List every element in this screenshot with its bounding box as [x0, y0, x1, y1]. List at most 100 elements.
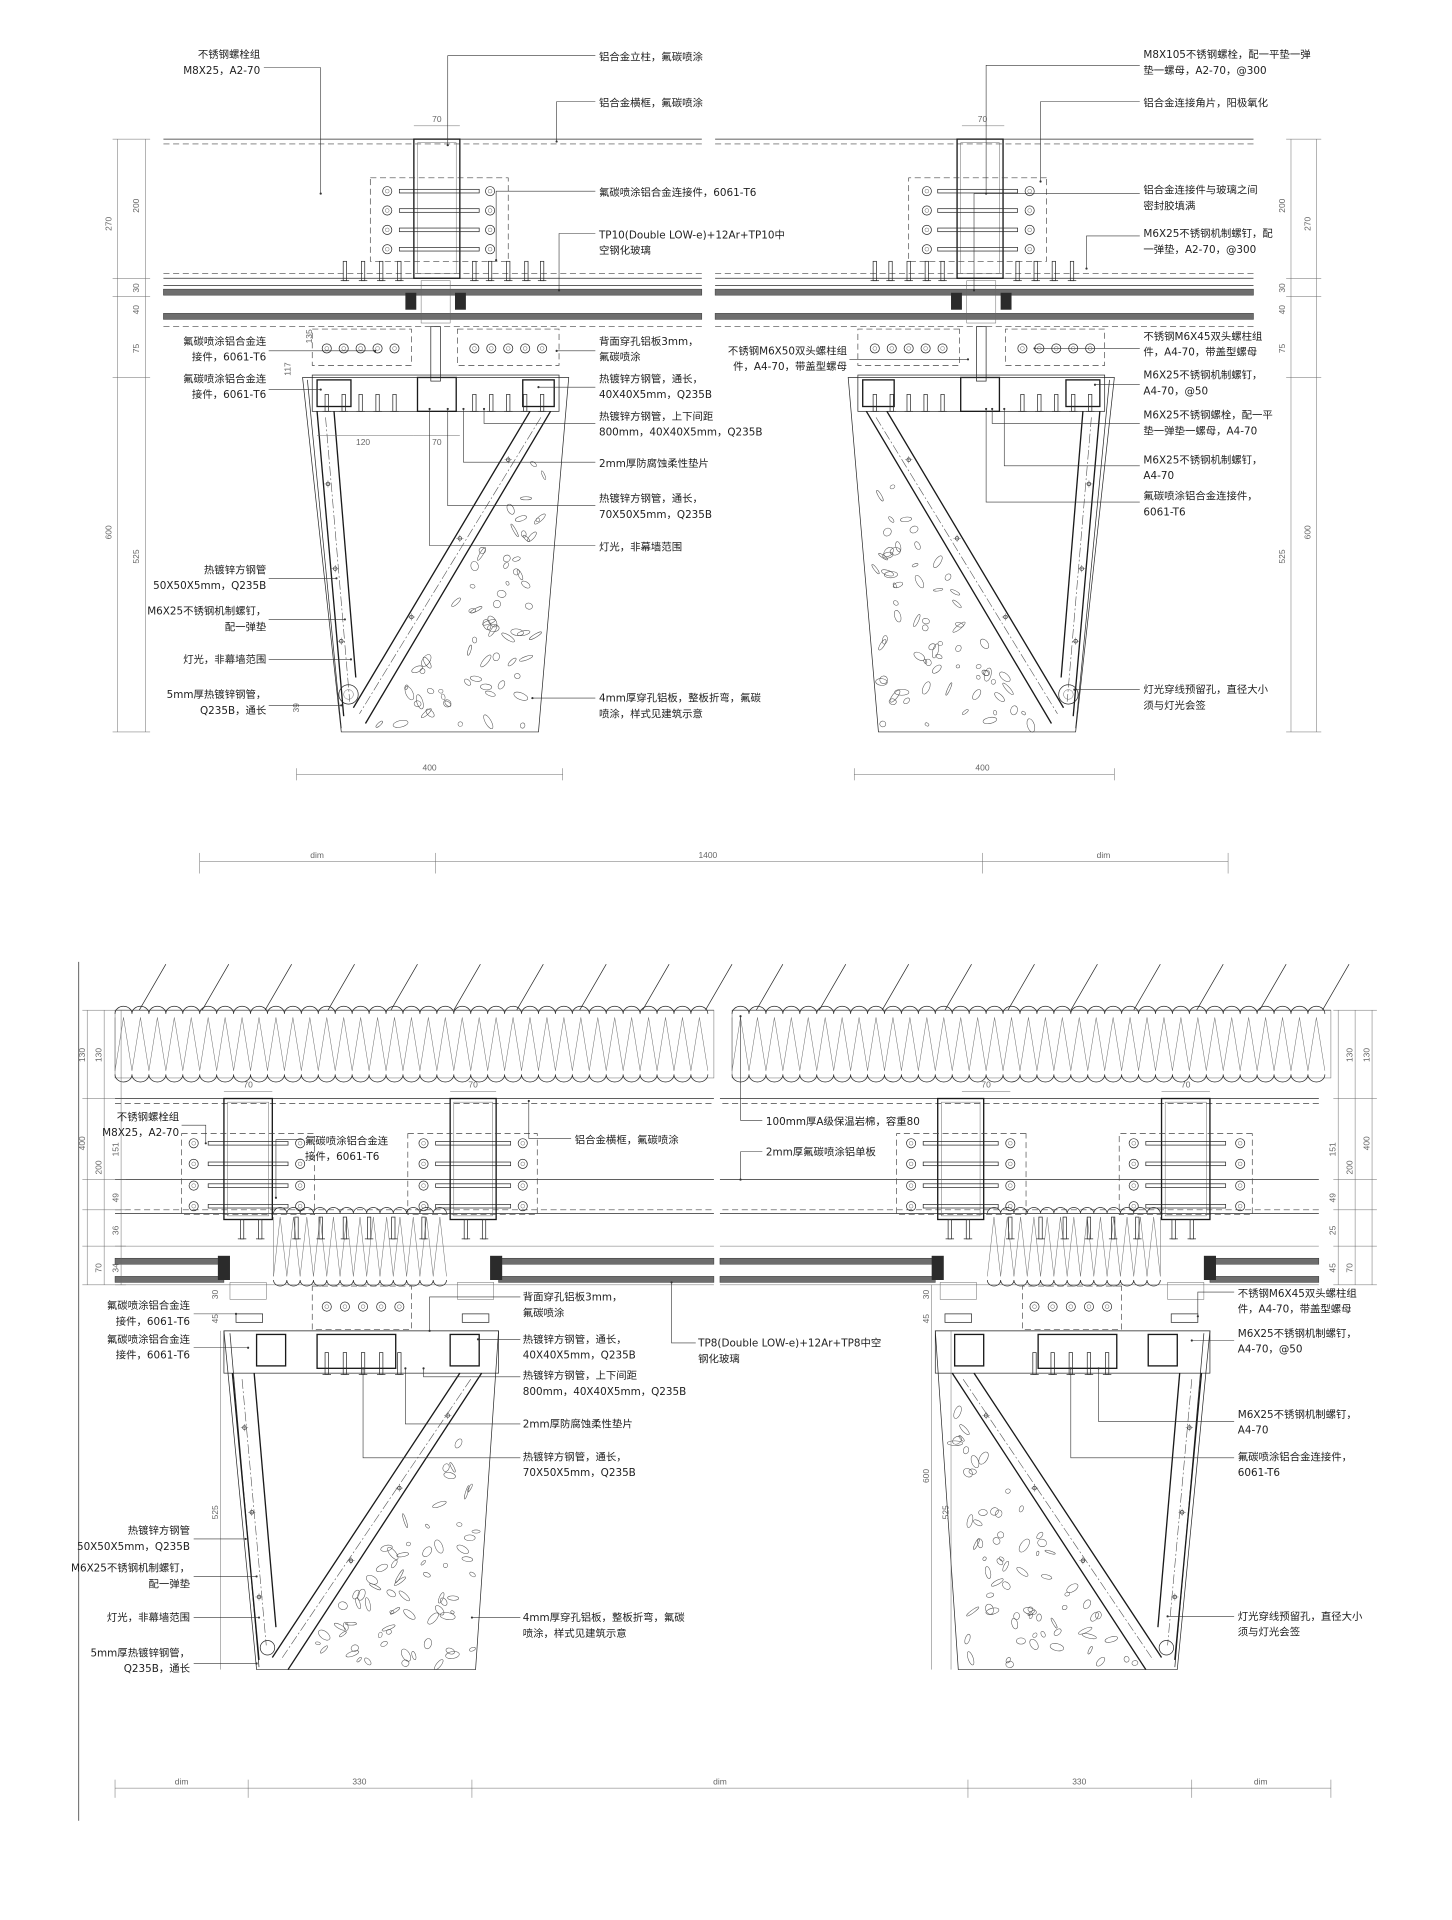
steel-tube-40x40 [1065, 379, 1101, 408]
insulation-top-edge [273, 1207, 447, 1214]
glass-pane-outer [163, 288, 703, 296]
bolt-icon [418, 1158, 429, 1169]
callout-text: Q235B，通长 [200, 705, 267, 717]
leader-dot [739, 1178, 742, 1181]
insulation-top-edge [114, 1005, 709, 1014]
callout-text: 热镀锌方钢管 [204, 563, 266, 576]
perforation-hole [958, 1435, 965, 1442]
perforation-hole [386, 1589, 396, 1598]
roof-hatch [881, 964, 909, 1011]
dimension-value: 120 [356, 437, 370, 447]
callout-text: 不锈钢M6X45双头螺柱组 [1143, 330, 1262, 343]
drawing-line [875, 417, 1058, 714]
bolt-icon [188, 1180, 199, 1191]
perforation-hole [404, 684, 409, 690]
leader-line [275, 1139, 303, 1198]
steel-tube-leg [1072, 411, 1101, 717]
callout-text: TP8(Double LOW-e)+12Ar+TP8中空 [697, 1337, 881, 1350]
leader-line [447, 55, 596, 146]
callout-text: M6X25不锈钢机制螺钉， [147, 605, 266, 618]
perforation-hole [893, 600, 899, 606]
perforation-hole [970, 1455, 980, 1468]
dimension-value: 130 [1345, 1048, 1355, 1062]
bolt-core [872, 346, 877, 351]
bolt-core [297, 1183, 303, 1188]
callout-text: 接件，6061-T6 [116, 1315, 190, 1328]
leader-dot [234, 1312, 238, 1315]
bolt-core [342, 1304, 348, 1309]
aluminum-mullion [223, 1097, 273, 1221]
bolt-core [889, 346, 894, 351]
dimension-value: 135 [304, 329, 314, 343]
dimension-value: 270 [1302, 216, 1312, 230]
callout-text: 件，A4-70，带盖型螺母 [733, 360, 847, 373]
steel-tube-diagonal [886, 411, 1065, 709]
insulation-bottom-edge [273, 1279, 447, 1287]
bolt-core [1008, 1183, 1013, 1188]
leader-dot [319, 388, 322, 391]
callout-bottom-left: 灯光，非幕墙范围 [107, 1611, 261, 1624]
perforation-hole [952, 1436, 962, 1445]
bolt-shank [1145, 1161, 1227, 1167]
leader-line [973, 193, 1140, 291]
bolt-core [385, 227, 390, 233]
roof-hatch [705, 964, 733, 1011]
bolt-core [392, 346, 397, 351]
perforation-hole [472, 636, 478, 644]
glass-pane-outer [114, 1257, 225, 1265]
perforation-hole [449, 1462, 456, 1473]
perforation-hole [387, 1547, 399, 1560]
perforation-hole [505, 581, 510, 586]
bolt-icon [188, 1138, 199, 1149]
dimension-value: 30 [210, 1290, 220, 1300]
perforation-hole [986, 1592, 995, 1598]
callout-top-left: 背面穿孔铝板3mm，氟碳喷涂 [555, 335, 699, 364]
perforation-hole [875, 678, 888, 686]
perforation-hole [541, 470, 547, 480]
perforation-hole [345, 1650, 360, 1658]
perforation-hole [922, 624, 929, 632]
callout-text: 铝合金横框，氟碳喷涂 [599, 96, 704, 109]
perforation-hole [1096, 1657, 1106, 1667]
perforation-hole [1041, 1574, 1053, 1580]
perforation-hole [403, 1609, 416, 1620]
perforation-hole [525, 602, 533, 610]
bolt-core [1131, 1183, 1136, 1188]
bolt-core [297, 1161, 303, 1167]
t-connector [976, 326, 987, 382]
leader-dot [1166, 1615, 1169, 1618]
bolt-icon [906, 1158, 917, 1169]
perforation-hole [1018, 1505, 1024, 1513]
callout-top-left: 氟碳喷涂铝合金连接件，6061-T6 [183, 335, 377, 364]
perforation-hole [365, 1575, 378, 1585]
t-connector [430, 326, 441, 382]
perforation-hole [1044, 1549, 1056, 1555]
perforation-hole [1036, 1531, 1044, 1540]
leader-line [362, 1368, 521, 1459]
perforated-panel-outline [223, 1330, 499, 1670]
perforation-hole [990, 1507, 999, 1516]
leader-dot [374, 349, 377, 352]
pressure-plate [229, 1282, 267, 1300]
bolt-core [1131, 1204, 1136, 1209]
bolt-core [1008, 1141, 1013, 1146]
callout-text: 铝合金立柱，氟碳喷涂 [599, 50, 704, 63]
perforation-hole [1002, 1561, 1009, 1572]
perforation-hole [456, 1522, 463, 1527]
perforation-hole [427, 688, 435, 695]
callout-bottom-left: 5mm厚热镀锌钢管，Q235B，通长 [90, 1646, 258, 1675]
bolt-core [924, 227, 930, 233]
callout-text: 热镀锌方钢管，上下间距 [523, 1369, 637, 1382]
bolt-core [472, 346, 477, 351]
bolt-icon [382, 205, 393, 216]
perforation-hole [1040, 1631, 1046, 1638]
perforation-hole [496, 590, 507, 598]
dimension-value: 49 [111, 1193, 121, 1203]
bolt-core [1131, 1161, 1136, 1167]
bolt-core [397, 1304, 402, 1309]
perforation-hole [1011, 1617, 1019, 1630]
stud-connector [1170, 1313, 1199, 1323]
perforation-hole [442, 1562, 448, 1568]
